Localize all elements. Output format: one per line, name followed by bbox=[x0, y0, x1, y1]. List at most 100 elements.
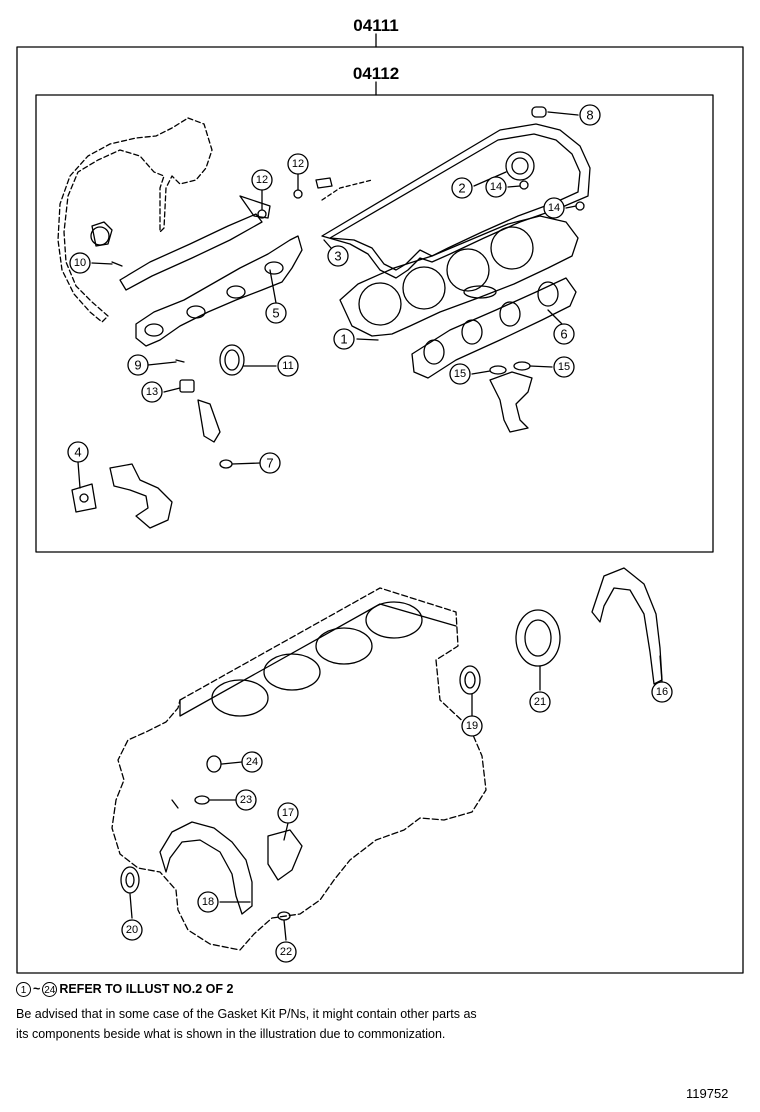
refer-tilde: ~ bbox=[33, 982, 41, 996]
o-ring-15a-part bbox=[489, 365, 507, 375]
leader-20 bbox=[129, 893, 133, 919]
o-ring-11-inner bbox=[224, 349, 240, 371]
callout-number: 6 bbox=[560, 327, 567, 342]
refer-end-callout: 24 bbox=[42, 981, 58, 997]
block-bore bbox=[263, 653, 321, 691]
callout-9 bbox=[127, 354, 149, 376]
callout-11 bbox=[277, 355, 299, 377]
exhaust-gasket-port bbox=[423, 339, 445, 365]
callout-number: 24 bbox=[246, 756, 258, 768]
head-gasket-bore bbox=[402, 266, 446, 310]
advisory-line-2: its components beside what is shown in t… bbox=[16, 1027, 446, 1041]
intake-gasket-port bbox=[264, 261, 284, 275]
seal-13-part bbox=[179, 379, 195, 393]
head-gasket-bore bbox=[446, 248, 490, 292]
intake-manifold-gasket bbox=[135, 235, 303, 347]
refer-note: 1 ~ 24 REFER TO ILLUST NO.2 OF 2 bbox=[16, 979, 233, 999]
timing-cover-gasket bbox=[591, 567, 663, 685]
exhaust-gasket-port bbox=[461, 319, 483, 345]
callout-number: 10 bbox=[74, 257, 86, 269]
callout-number: 12 bbox=[292, 158, 304, 170]
seal-8-part bbox=[531, 106, 547, 118]
callout-number: 8 bbox=[586, 108, 593, 123]
block-detail bbox=[171, 799, 179, 809]
callout-number: 17 bbox=[282, 807, 294, 819]
inner-kit-box bbox=[35, 94, 714, 553]
exhaust-gasket-port bbox=[499, 301, 521, 327]
callout-number: 1 bbox=[340, 332, 347, 347]
callout-16 bbox=[651, 681, 673, 703]
leader-4 bbox=[77, 461, 81, 489]
o-ring-15b-part bbox=[513, 361, 531, 371]
callout-number: 20 bbox=[126, 924, 138, 936]
callout-18 bbox=[197, 891, 219, 913]
leader-16 bbox=[659, 655, 663, 683]
crankshaft-oil-seal-inner bbox=[524, 619, 552, 657]
callout-number: 14 bbox=[548, 202, 560, 214]
callout-number: 15 bbox=[454, 368, 466, 380]
assembly-code-inner: 04112 bbox=[353, 64, 399, 83]
water-outlet-part bbox=[489, 371, 533, 433]
cylinder-head-gasket bbox=[339, 215, 579, 337]
leader-9 bbox=[147, 361, 177, 366]
callout-23 bbox=[235, 789, 257, 811]
leader-6 bbox=[547, 309, 563, 325]
head-cover-gasket bbox=[321, 123, 591, 279]
callout-number: 3 bbox=[334, 249, 341, 264]
leader-13 bbox=[163, 387, 181, 393]
sensor-flange bbox=[91, 221, 113, 247]
callout-number: 18 bbox=[202, 896, 214, 908]
leader-15a bbox=[471, 370, 491, 375]
callout-10 bbox=[69, 252, 91, 274]
runner-gasket bbox=[119, 213, 263, 291]
exhaust-manifold-gasket bbox=[411, 277, 577, 379]
crankshaft-oil-seal bbox=[515, 609, 561, 667]
advisory-line-1: Be advised that in some case of the Gask… bbox=[16, 1007, 477, 1021]
leader-24 bbox=[221, 761, 243, 765]
callout-19 bbox=[461, 715, 483, 737]
callout-5 bbox=[265, 302, 287, 324]
gasket-9-part bbox=[175, 359, 185, 363]
block-bore bbox=[211, 679, 269, 717]
callout-12a bbox=[251, 169, 273, 191]
leader-17 bbox=[283, 822, 289, 841]
bracket-12-part bbox=[239, 195, 271, 219]
illustration-id: 119752 bbox=[686, 1086, 729, 1101]
refer-text: REFER TO ILLUST NO.2 OF 2 bbox=[59, 982, 234, 996]
callout-8 bbox=[579, 104, 601, 126]
leader-10 bbox=[91, 262, 113, 265]
block-deck bbox=[179, 603, 457, 717]
callout-number: 19 bbox=[466, 720, 478, 732]
grommet-14b-part bbox=[575, 201, 585, 211]
head-gasket-bore bbox=[358, 282, 402, 326]
callout-number: 4 bbox=[74, 445, 81, 460]
injector-part bbox=[197, 399, 221, 443]
head-gasket-water-port bbox=[463, 285, 497, 299]
gasket-4-hole bbox=[79, 493, 89, 503]
head-outline-dashed bbox=[321, 179, 373, 201]
block-bore bbox=[315, 627, 373, 665]
head-gasket-bore bbox=[490, 226, 534, 270]
callout-number: 7 bbox=[266, 456, 273, 471]
cylinder-block-outline bbox=[111, 587, 487, 951]
gasket-17-part bbox=[267, 829, 303, 881]
o-ring-20-part bbox=[120, 866, 140, 894]
callout-14b bbox=[543, 197, 565, 219]
refer-start-callout: 1 bbox=[16, 981, 31, 997]
callout-number: 16 bbox=[656, 686, 668, 698]
gasket-4-part bbox=[71, 483, 97, 513]
callout-number: 23 bbox=[240, 794, 252, 806]
callout-number: 13 bbox=[146, 386, 158, 398]
leader-1 bbox=[356, 338, 379, 341]
callout-12b bbox=[287, 153, 309, 175]
callout-14a bbox=[485, 176, 507, 198]
callout-3 bbox=[327, 245, 349, 267]
callout-7 bbox=[259, 452, 281, 474]
callout-number: 22 bbox=[280, 946, 292, 958]
intake-gasket-port bbox=[144, 323, 164, 337]
callout-13 bbox=[141, 381, 163, 403]
head-cover-gasket-inner bbox=[329, 133, 581, 271]
leader-22 bbox=[283, 919, 287, 941]
callout-15a bbox=[449, 363, 471, 385]
o-ring-7-part bbox=[219, 459, 233, 469]
